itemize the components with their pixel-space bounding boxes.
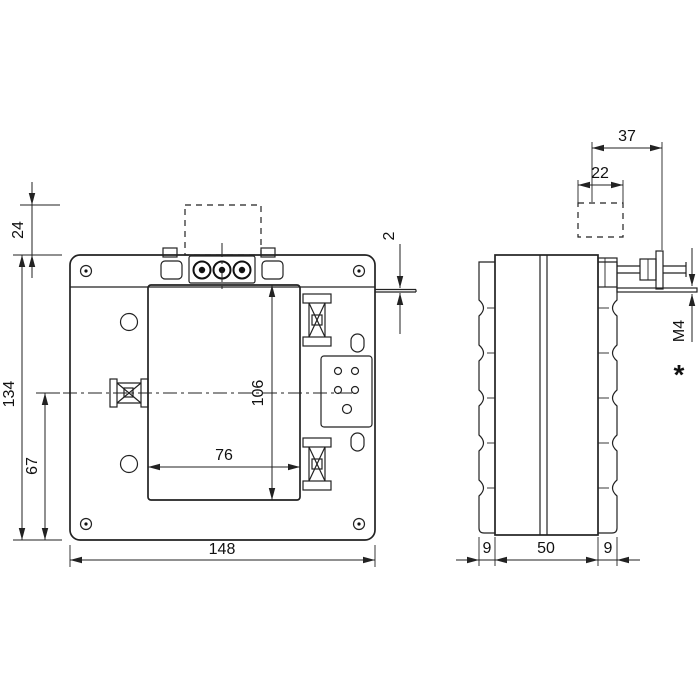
dim-center-to-bottom: 67 bbox=[24, 457, 41, 475]
dashed-accessory-outline-side bbox=[577, 202, 624, 238]
dashed-accessory-outline bbox=[184, 204, 262, 256]
dim-depth: 50 bbox=[537, 540, 555, 557]
dim-window-width: 76 bbox=[215, 447, 233, 464]
dim-plate-height: 134 bbox=[1, 381, 18, 408]
secondary-terminal-block bbox=[320, 333, 373, 452]
mounting-clamp-right-top bbox=[302, 293, 332, 347]
bracket-leg bbox=[655, 250, 664, 290]
terminal-strip bbox=[160, 255, 284, 284]
mounting-hole bbox=[119, 312, 139, 332]
dim-window-height: 106 bbox=[250, 380, 267, 407]
mounting-clamp-right-bottom bbox=[302, 437, 332, 491]
front-dimensions: 24 134 67 106 76 148 2 bbox=[1, 182, 404, 567]
dim-plate-thickness: 2 bbox=[381, 231, 398, 240]
bracket-flange-front bbox=[375, 288, 417, 293]
terminal-screw-icon bbox=[192, 260, 212, 280]
dim-right-rib: 9 bbox=[604, 540, 613, 557]
corner-screw-icons bbox=[79, 264, 366, 531]
terminal-screw-and-bracket bbox=[616, 250, 698, 293]
rib-notch-lines bbox=[487, 307, 609, 489]
terminal-screw-icon bbox=[232, 260, 252, 280]
side-dimensions: 37 22 M4 * 9 50 9 bbox=[456, 128, 696, 566]
dim-bracket-offset: 22 bbox=[591, 165, 609, 182]
dim-overall-with-bracket: 37 bbox=[618, 128, 636, 145]
right-rib-profile bbox=[598, 261, 618, 534]
slot bbox=[350, 432, 365, 452]
dim-left-rib: 9 bbox=[483, 540, 492, 557]
slot bbox=[350, 333, 365, 353]
dim-thread-size: M4 bbox=[671, 320, 688, 342]
left-rib-profile bbox=[478, 261, 495, 534]
mounting-hole bbox=[119, 454, 139, 474]
front-view bbox=[38, 204, 417, 541]
side-view bbox=[478, 202, 698, 536]
dim-plate-width: 148 bbox=[209, 541, 236, 558]
footnote-asterisk: * bbox=[674, 359, 685, 390]
front-plate-outline bbox=[69, 254, 376, 541]
bracket-plate bbox=[616, 287, 698, 293]
dim-top-offset: 24 bbox=[10, 221, 27, 239]
